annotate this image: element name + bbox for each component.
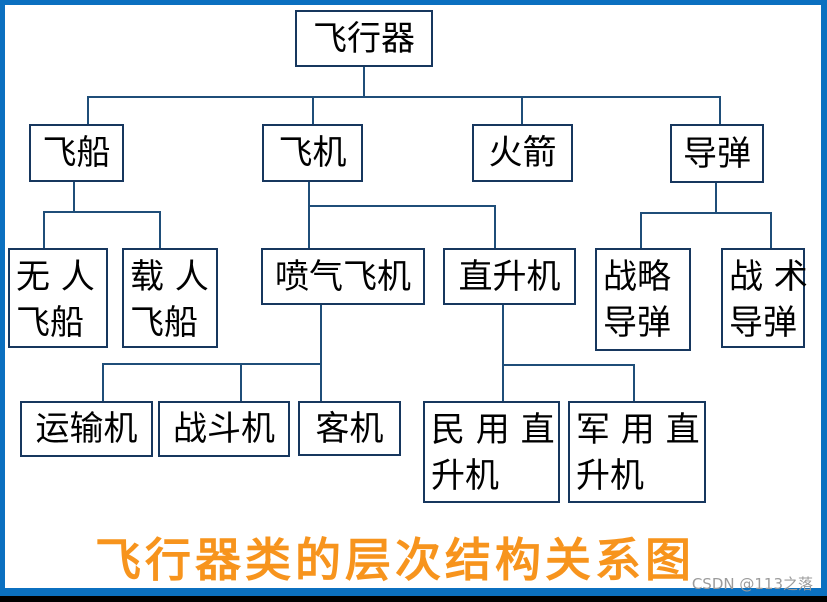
diagram-caption: 飞行器类的层次结构关系图 [95, 533, 695, 587]
node-label: 直升机 [458, 256, 561, 297]
connector-line [502, 364, 635, 366]
connector-line [715, 183, 717, 212]
node-label-line2: 导弹 [729, 303, 797, 343]
node-label-line2: 飞船 [130, 303, 198, 343]
connector-line [640, 212, 772, 214]
node-label-line1: 战 术 [729, 257, 808, 297]
node-strategic-missile: 战略 导弹 [595, 248, 691, 351]
node-label-line1: 民 用 直 [431, 410, 555, 450]
node-label: 运输机 [35, 409, 138, 449]
node-civil-helicopter: 民 用 直 升机 [423, 401, 560, 503]
csdn-watermark: CSDN @113之落 [691, 575, 813, 593]
connector-line [308, 182, 310, 248]
node-label: 客机 [315, 408, 384, 449]
node-military-helicopter: 军 用 直 升机 [568, 401, 706, 503]
node-label: 飞行器 [313, 18, 415, 59]
node-tactical-missile: 战 术 导弹 [721, 248, 808, 348]
node-jet-aircraft: 喷气飞机 [261, 248, 425, 305]
node-label-line1: 军 用 直 [576, 410, 700, 450]
node-rocket: 火箭 [472, 124, 573, 182]
connector-line [308, 205, 496, 207]
node-aircraft: 飞行器 [295, 10, 433, 67]
connector-line [102, 363, 322, 365]
connector-line [363, 67, 365, 96]
node-label-line2: 升机 [576, 456, 644, 496]
connector-line [240, 363, 242, 401]
connector-line [633, 364, 635, 401]
node-missile: 导弹 [670, 124, 764, 183]
node-label-line1: 战略 [603, 257, 671, 297]
connector-line [312, 96, 314, 124]
connector-line [102, 363, 104, 401]
node-spaceship: 飞船 [29, 124, 124, 182]
node-label-line1: 载 人 [130, 257, 209, 297]
connector-line [521, 96, 523, 124]
bottom-black-strip [0, 596, 827, 602]
connector-line [43, 211, 45, 248]
connector-line [719, 96, 721, 124]
node-unmanned-spaceship: 无 人 飞船 [8, 248, 108, 348]
node-transport-aircraft: 运输机 [20, 401, 153, 457]
connector-line [502, 304, 504, 401]
node-label-line2: 飞船 [16, 303, 84, 343]
node-passenger-aircraft: 客机 [298, 401, 401, 456]
connector-line [73, 182, 75, 211]
node-label: 导弹 [683, 133, 751, 174]
node-manned-spaceship: 载 人 飞船 [122, 248, 218, 348]
connector-line [87, 96, 89, 124]
connector-line [87, 96, 721, 98]
node-label: 飞船 [42, 133, 111, 173]
node-label: 飞机 [278, 133, 347, 173]
connector-line [159, 211, 161, 248]
node-label: 喷气飞机 [275, 256, 411, 297]
node-label: 火箭 [488, 133, 557, 173]
connector-line [494, 205, 496, 248]
node-helicopter: 直升机 [443, 248, 576, 305]
connector-line [43, 211, 161, 213]
connector-line [640, 212, 642, 248]
node-airplane: 飞机 [262, 124, 363, 182]
node-label-line1: 无 人 [16, 257, 95, 297]
node-label: 战斗机 [173, 409, 275, 449]
node-fighter-aircraft: 战斗机 [158, 401, 290, 457]
node-label-line2: 导弹 [603, 303, 671, 343]
connector-line [770, 212, 772, 248]
connector-line [320, 304, 322, 401]
node-label-line2: 升机 [431, 456, 499, 496]
